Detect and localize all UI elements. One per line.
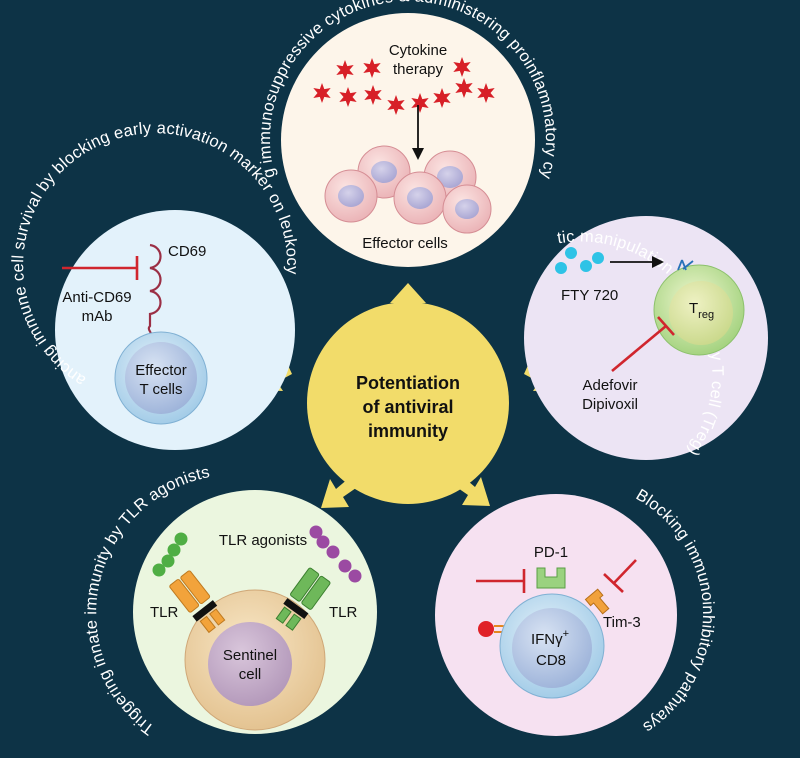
tlr-receptor-left-icon	[169, 570, 226, 634]
cytokine-star-icon	[455, 78, 473, 98]
inhibition-bar-icon	[603, 573, 624, 593]
sentinel-cell-label-line2: cell	[239, 666, 262, 683]
effector-cells-cluster	[324, 145, 492, 234]
pd1-receptor-icon	[536, 567, 566, 589]
down-arrow-head	[412, 148, 424, 160]
tlr-left-label: TLR	[150, 604, 179, 621]
pd1-label: PD-1	[534, 544, 568, 561]
cytokine-star-icon	[387, 95, 405, 115]
tlr-agonists-label: TLR agonists	[219, 532, 307, 549]
cytokine-therapy-label-line1: Cytokine	[389, 42, 447, 59]
cytokine-star-icon	[477, 83, 495, 103]
fty720-label: FTY 720	[561, 287, 618, 304]
cd8-t-cell-nucleus	[512, 608, 592, 688]
treg-receptor-icon	[677, 259, 694, 271]
fty720-molecules	[555, 247, 604, 274]
cytokine-star-icon	[313, 83, 331, 103]
cytokine-star-icon	[363, 58, 381, 78]
tlr-receptor-right-icon	[275, 567, 331, 631]
purple-agonist-chain	[309, 525, 362, 583]
tim3-inhibition-line	[613, 559, 637, 584]
adefovir-label-line2: Dipivoxil	[582, 396, 638, 413]
cytokine-stars	[313, 57, 495, 115]
cd8-label-line2: CD8	[536, 652, 566, 669]
cytokine-star-icon	[339, 87, 357, 107]
tim3-receptor-icon	[584, 588, 610, 615]
effector-t-cell-label-line2: T cells	[139, 381, 182, 398]
center-hub: Potentiation of antiviral immunity	[255, 283, 561, 508]
cd69-panel: Enhancing immune cell survival by blocki…	[0, 0, 301, 450]
effector-t-cell-nucleus	[125, 342, 197, 414]
cytokine-star-icon	[411, 93, 429, 113]
tlr-right-label: TLR	[329, 604, 358, 621]
cytokine-star-icon	[336, 60, 354, 80]
right-arrow-head	[652, 256, 664, 268]
ligand-icon	[478, 621, 494, 637]
cytokine-star-icon	[364, 85, 382, 105]
cytokine-star-icon	[453, 57, 471, 77]
adefovir-inhibition-line	[611, 325, 667, 372]
center-title-line1: Potentiation	[356, 373, 460, 393]
tim3-label: Tim-3	[603, 614, 641, 631]
anti-cd69-label-line1: Anti-CD69	[62, 289, 131, 306]
cd8-label-line1: IFNγ+	[531, 628, 569, 648]
adefovir-label-line1: Adefovir	[582, 377, 637, 394]
anti-cd69-label-line2: mAb	[82, 308, 113, 325]
effector-cells-label: Effector cells	[362, 235, 448, 252]
center-title-line2: of antiviral	[362, 397, 453, 417]
green-agonist-chain	[152, 532, 188, 577]
cytokine-star-icon	[433, 88, 451, 108]
cd69-label: CD69	[168, 243, 206, 260]
cytokine-therapy-label-line2: therapy	[393, 61, 444, 78]
effector-t-cell-label-line1: Effector	[135, 362, 186, 379]
inhibition-bar-icon	[657, 316, 675, 336]
treg-cell-nucleus	[669, 281, 733, 345]
immunoinhibitory-panel: Blocking immunoinhibitory pathways PD-1 …	[435, 486, 717, 736]
sentinel-cell-nucleus	[208, 622, 292, 706]
treg-label: Treg	[689, 300, 714, 321]
center-title-line3: immunity	[368, 421, 448, 441]
sentinel-cell-label-line1: Sentinel	[223, 647, 277, 664]
